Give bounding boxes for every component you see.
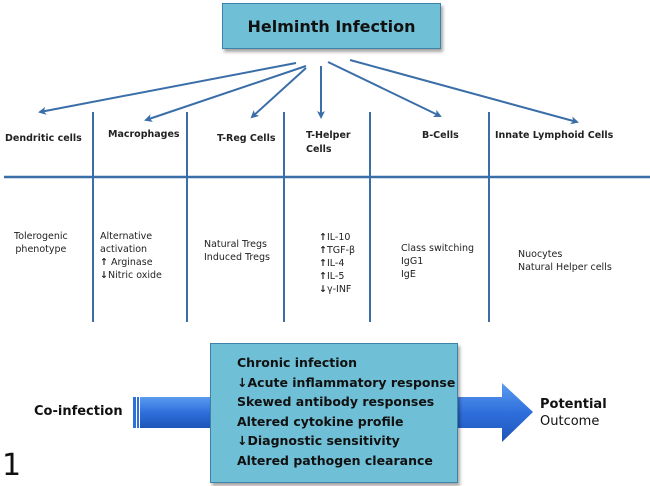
potential-outcomes-box: Chronic infection↓Acute inflammatory res… [210, 343, 458, 483]
header-innate-lymphoid-cells: Innate Lymphoid Cells [495, 130, 614, 141]
header-thelper-cells: T-Helper Cells [306, 129, 351, 157]
content-line: phenotype [14, 243, 68, 256]
potential-outcome-label: Potential Outcome [540, 396, 607, 430]
arrow-up-icon: ↑ [319, 258, 327, 269]
helminth-infection-title: Helminth Infection [247, 16, 416, 36]
line-text: IgG1 [401, 256, 424, 267]
line-text: TGF-β [326, 245, 356, 256]
outcome-item: Skewed antibody responses [237, 392, 457, 412]
arrow-up-icon: ↑ [319, 271, 327, 282]
content-line: activation [100, 243, 162, 256]
line-text: IL-5 [326, 271, 345, 282]
content-line: Induced Tregs [204, 251, 270, 264]
line-text: Natural Helper cells [518, 262, 612, 273]
content-line: Class switching [401, 242, 474, 255]
line-text: Diagnostic sensitivity [247, 433, 400, 448]
content-line: Tolerogenic [14, 230, 68, 243]
line-text: Chronic infection [237, 355, 358, 370]
line-text: Skewed antibody responses [237, 394, 435, 409]
header-treg-cells: T-Reg Cells [217, 133, 276, 144]
arrow-down-icon: ↓ [237, 374, 248, 390]
content-line: Natural Tregs [204, 238, 270, 251]
content-line: ↑ Arginase [100, 256, 162, 269]
figure-number: 1 [2, 448, 22, 483]
arrow-up-icon: ↑ [319, 232, 327, 243]
line-text: Nitric oxide [107, 270, 162, 281]
header-macrophages: Macrophages [108, 129, 180, 140]
line-text: γ-INF [326, 284, 352, 295]
content-line: ↑IL-10 [319, 231, 355, 244]
arrow-down-icon: ↓ [100, 270, 108, 281]
helminth-infection-box: Helminth Infection [222, 3, 441, 49]
content-line: ↓γ-INF [319, 283, 355, 296]
line-text: Induced Tregs [204, 252, 270, 263]
arrow-to-treg [250, 67, 307, 119]
line-text: Alternative [100, 231, 153, 242]
arrow-to-ilc [349, 59, 579, 125]
line-text: phenotype [15, 244, 67, 255]
line-text: Nuocytes [518, 249, 563, 260]
line-text: IgE [401, 269, 416, 280]
header-thelper-line: T-Helper [306, 130, 351, 141]
line-text: Tolerogenic [14, 231, 68, 242]
line-text: Altered cytokine profile [237, 413, 404, 429]
line-text: Natural Tregs [204, 239, 267, 250]
content-dendritic-cells: Tolerogenic phenotype [14, 230, 68, 256]
header-dendritic-cells: Dendritic cells [5, 133, 82, 144]
content-line: Natural Helper cells [518, 261, 612, 274]
content-line: IgG1 [401, 255, 474, 268]
outcome-item: Altered pathogen clearance [237, 451, 457, 471]
content-line: Alternative [100, 230, 162, 243]
co-infection-arrow [133, 383, 533, 442]
header-thelper-line: Cells [306, 144, 332, 155]
line-text: Altered pathogen clearance [237, 452, 433, 468]
co-infection-label: Co-infection [34, 404, 123, 419]
line-text: Acute inflammatory response [247, 374, 456, 390]
header-b-cells: B-Cells [422, 130, 459, 141]
outcome-item: Altered cytokine profile [237, 412, 457, 432]
potential-outcome-line: Potential [540, 397, 607, 412]
line-text: activation [100, 244, 148, 255]
arrow-down-icon: ↓ [237, 433, 248, 448]
content-thelper-cells: ↑IL-10↑TGF-β↑IL-4↑IL-5↓γ-INF [319, 231, 355, 296]
arrow-up-icon: ↑ [100, 257, 108, 268]
content-line: ↓Nitric oxide [100, 269, 162, 282]
line-text: IL-4 [326, 258, 345, 269]
potential-outcome-line: Outcome [540, 414, 600, 429]
line-text: IL-10 [326, 232, 351, 243]
outcome-item: ↓Acute inflammatory response [237, 373, 457, 393]
content-line: ↑IL-5 [319, 270, 355, 283]
line-text: Arginase [107, 257, 153, 268]
outcome-item: ↓Diagnostic sensitivity [237, 431, 457, 451]
arrow-to-macrophages [144, 65, 307, 122]
content-line: IgE [401, 268, 474, 281]
content-line: ↑IL-4 [319, 257, 355, 270]
line-text: Class switching [401, 243, 475, 254]
arrow-up-icon: ↑ [319, 245, 327, 256]
content-line: Nuocytes [518, 248, 612, 261]
arrow-down-icon: ↓ [319, 284, 327, 295]
arrow-to-dendritic-cells [38, 62, 297, 115]
outcome-item: Chronic infection [237, 353, 457, 373]
arrow-to-bcells [327, 61, 442, 117]
content-line: ↑TGF-β [319, 244, 355, 257]
